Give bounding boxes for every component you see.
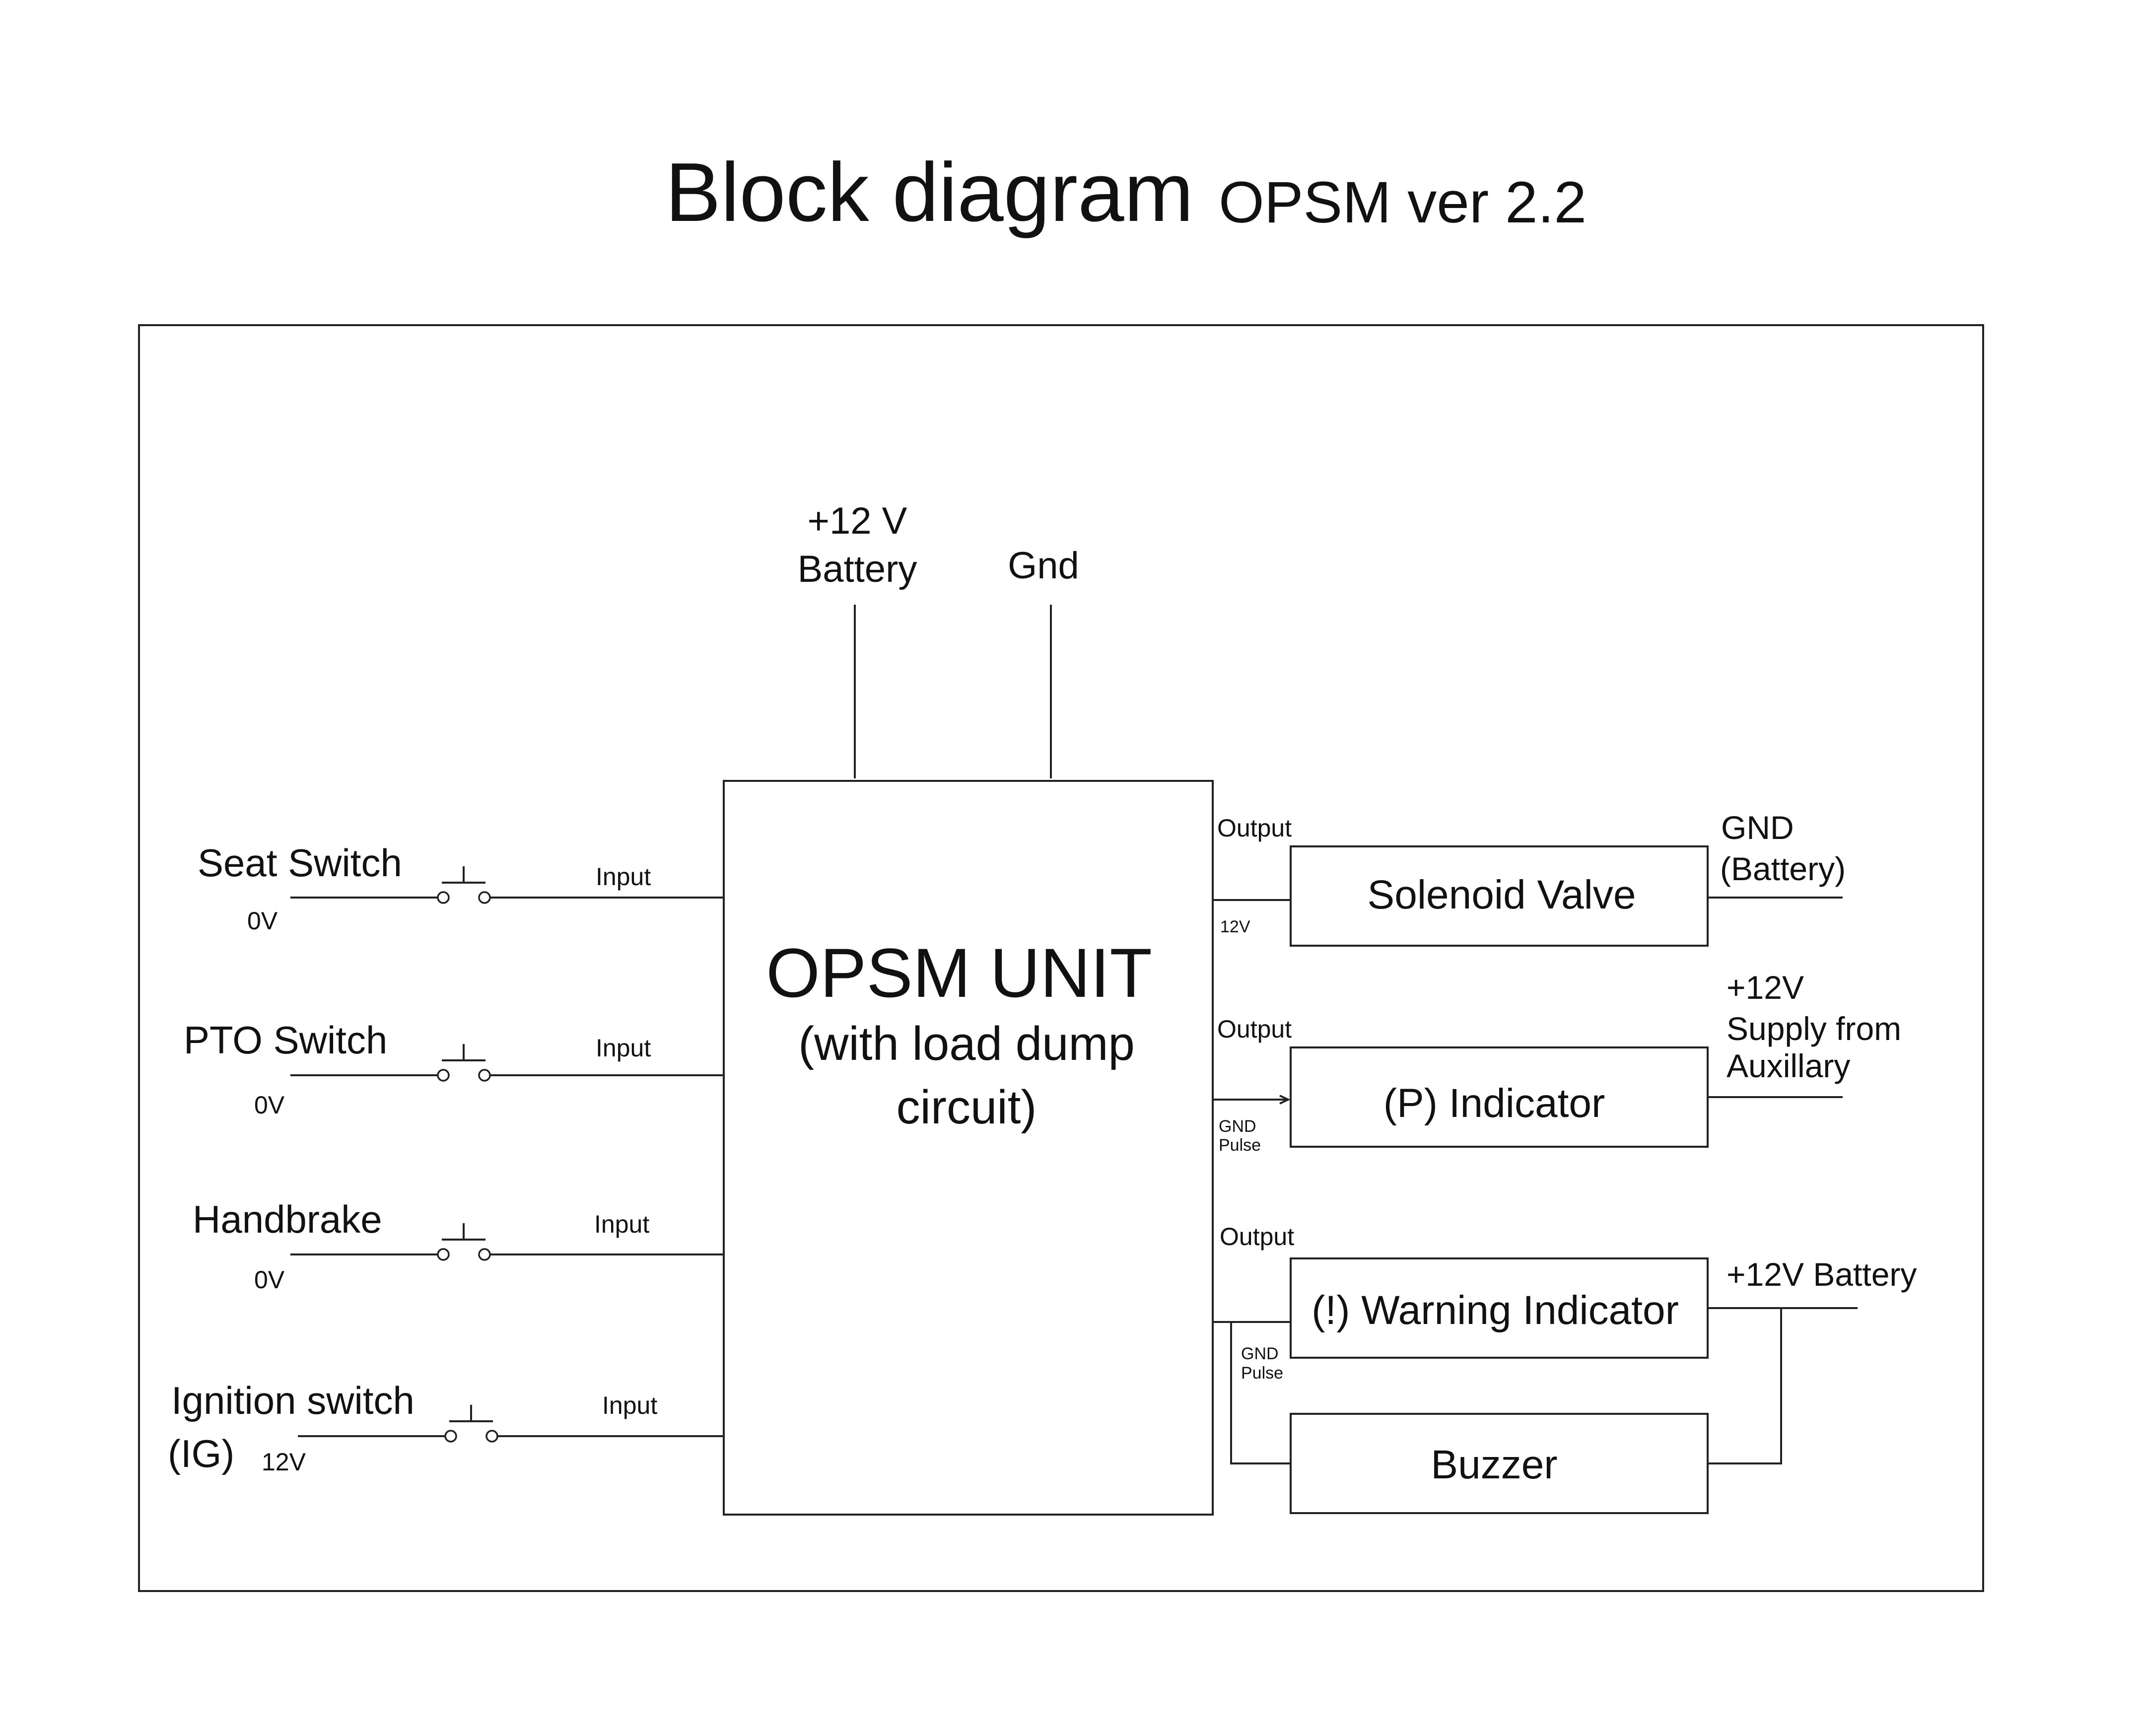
- opsm-unit-sub-line1: (with load dump: [798, 1017, 1135, 1070]
- input-seat-switch: Seat Switch 0V Input: [198, 841, 724, 935]
- opsm-unit: OPSM UNIT (with load dump circuit): [723, 780, 1214, 1516]
- buzzer-label: Buzzer: [1431, 1442, 1557, 1487]
- input-handbrake: Handbrake 0V Input: [193, 1197, 724, 1294]
- output-buzzer: Buzzer: [1230, 1308, 1782, 1514]
- output-signal-label: 12V: [1220, 917, 1250, 936]
- input-port-label: Input: [596, 863, 651, 891]
- output-signal-line2: Pulse: [1219, 1136, 1261, 1155]
- battery-label-line1: +12 V: [808, 500, 907, 542]
- switch-contact-left: [437, 891, 450, 904]
- switch-contact-left: [437, 1248, 450, 1261]
- supply-label-line1: GND: [1721, 809, 1794, 846]
- warning-indicator-box: [1290, 1257, 1709, 1359]
- switch-contact-left: [444, 1430, 457, 1443]
- opsm-unit-name: OPSM UNIT: [766, 934, 1152, 1012]
- output-port-label: Output: [1220, 1223, 1294, 1250]
- input-level: 12V: [262, 1448, 306, 1476]
- power-rails: +12 V Battery Gnd: [798, 500, 1079, 778]
- input-ignition-switch: Ignition switch (IG) 12V Input: [168, 1379, 724, 1476]
- opsm-unit-sub-line2: circuit): [897, 1081, 1037, 1134]
- battery-label-line2: Battery: [798, 548, 917, 590]
- p-indicator-label: (P) Indicator: [1383, 1081, 1605, 1126]
- supply-label-line2: (Battery): [1720, 850, 1846, 887]
- input-port-label: Input: [596, 1034, 651, 1062]
- p-indicator-box: [1290, 1046, 1709, 1148]
- buzzer-box: [1290, 1413, 1709, 1514]
- input-level: 0V: [254, 1266, 285, 1294]
- warning-indicator-label: (!) Warning Indicator: [1312, 1288, 1679, 1333]
- output-port-label: Output: [1217, 814, 1292, 842]
- switch-contact-right: [485, 1430, 498, 1443]
- supply-label-line2: Supply from: [1727, 1010, 1901, 1047]
- switch-contact-right: [478, 891, 491, 904]
- input-name: PTO Switch: [184, 1018, 387, 1062]
- input-name: Ignition switch: [171, 1379, 414, 1422]
- output-arrow-icon: [1279, 1095, 1291, 1105]
- output-signal-line1: GND: [1219, 1117, 1256, 1136]
- output-p-indicator: Output GND Pulse (P) Indicator +12V Supp…: [1213, 969, 1901, 1155]
- buzzer-supply-wire: [1708, 1308, 1782, 1464]
- input-level: 0V: [247, 907, 278, 935]
- input-name-line2: (IG): [168, 1432, 234, 1475]
- input-pto-switch: PTO Switch 0V Input: [184, 1018, 724, 1119]
- output-warning-indicator: Output GND Pulse (!) Warning Indicator +…: [1213, 1223, 1917, 1383]
- solenoid-valve-box: [1290, 845, 1709, 947]
- output-signal-line2: Pulse: [1241, 1364, 1283, 1383]
- output-solenoid-valve: Output 12V Solenoid Valve GND (Battery): [1213, 809, 1846, 947]
- supply-label-line3: Auxillary: [1727, 1047, 1850, 1084]
- switch-contact-right: [478, 1069, 491, 1082]
- diagram-title: Block diagram OPSM ver 2.2: [665, 145, 1587, 239]
- solenoid-valve-label: Solenoid Valve: [1368, 872, 1636, 917]
- opsm-unit-box: [723, 780, 1214, 1516]
- title-main: Block diagram: [665, 145, 1193, 239]
- supply-label-line1: +12V Battery: [1727, 1256, 1917, 1293]
- input-level: 0V: [254, 1091, 285, 1119]
- switch-contact-left: [437, 1069, 450, 1082]
- input-port-label: Input: [602, 1391, 657, 1419]
- output-port-label: Output: [1217, 1015, 1292, 1043]
- buzzer-signal-wire: [1230, 1322, 1291, 1464]
- diagram-frame: [138, 324, 1984, 1592]
- supply-label-line1: +12V: [1727, 969, 1804, 1006]
- switch-contact-right: [478, 1248, 491, 1261]
- gnd-label: Gnd: [1008, 545, 1079, 587]
- input-port-label: Input: [594, 1210, 649, 1238]
- input-name: Seat Switch: [198, 841, 402, 885]
- output-signal-line1: GND: [1241, 1344, 1279, 1363]
- title-version: OPSM ver 2.2: [1219, 170, 1587, 235]
- input-name: Handbrake: [193, 1197, 382, 1241]
